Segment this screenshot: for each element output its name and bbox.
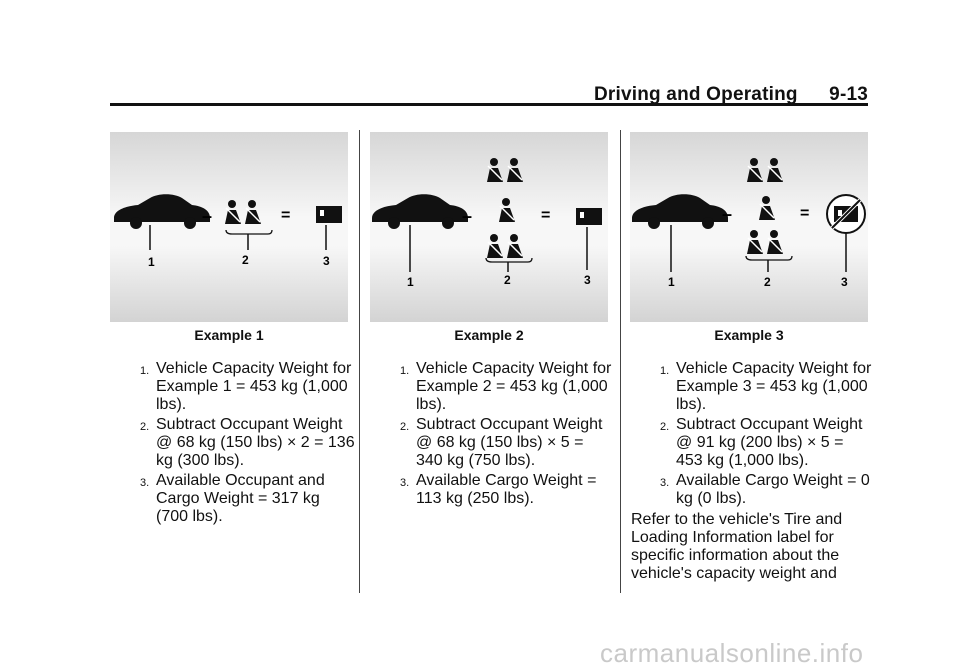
car-icon — [114, 194, 210, 229]
callout-3: 3 — [841, 275, 848, 289]
list-item: 2. Subtract Occupant Weight @ 68 kg (150 … — [140, 416, 356, 470]
steps-list-example-2: 1. Vehicle Capacity Weight for Example 2 … — [400, 360, 612, 510]
item-text: Available Occupant and Cargo Weight = 31… — [156, 472, 325, 525]
steps-list-example-3: 1. Vehicle Capacity Weight for Example 3 … — [660, 360, 872, 510]
item-number: 3. — [660, 477, 670, 489]
callout-1: 1 — [407, 275, 414, 289]
equals-sign: = — [541, 207, 550, 224]
callout-2: 2 — [504, 273, 511, 287]
item-number: 1. — [660, 365, 670, 377]
occupant-icon — [507, 234, 523, 258]
item-text: Available Cargo Weight = 113 kg (250 lbs… — [416, 472, 597, 507]
figure-caption: Example 3 — [714, 327, 784, 343]
item-number: 3. — [400, 477, 410, 489]
cargo-box-icon — [316, 206, 342, 223]
item-number: 2. — [660, 421, 670, 433]
occupant-icon — [747, 230, 763, 254]
item-text: Available Cargo Weight = 0 kg (0 lbs). — [676, 472, 870, 507]
item-text: Vehicle Capacity Weight for Example 3 = … — [676, 360, 872, 413]
occupant-icon — [487, 234, 503, 258]
list-item: 2. Subtract Occupant Weight @ 68 kg (150 … — [400, 416, 612, 470]
item-number: 3. — [140, 477, 150, 489]
car-icon — [372, 194, 468, 229]
watermark: carmanualsonline.info — [600, 638, 864, 668]
equals-sign: = — [800, 205, 809, 222]
header-rule — [110, 103, 868, 106]
list-item: 2. Subtract Occupant Weight @ 91 kg (200 … — [660, 416, 872, 470]
item-text: Subtract Occupant Weight @ 91 kg (200 lb… — [676, 416, 863, 469]
occupant-icon — [487, 158, 503, 182]
occupant-icon — [767, 158, 783, 182]
list-item: 1. Vehicle Capacity Weight for Example 3 … — [660, 360, 872, 414]
item-text: Vehicle Capacity Weight for Example 1 = … — [156, 360, 352, 413]
item-text: Subtract Occupant Weight @ 68 kg (150 lb… — [156, 416, 355, 469]
figure-example-2: – = 1 2 3 — [370, 132, 608, 322]
steps-list-example-1: 1. Vehicle Capacity Weight for Example 1 … — [140, 360, 356, 528]
occupant-icon — [499, 198, 515, 222]
item-number: 2. — [140, 421, 150, 433]
item-number: 2. — [400, 421, 410, 433]
occupant-icon — [767, 230, 783, 254]
column-divider — [359, 130, 360, 593]
page-header: Driving and Operating 9-13 — [594, 84, 868, 106]
figure-caption: Example 2 — [454, 327, 524, 343]
minus-sign: – — [722, 204, 732, 224]
section-title: Driving and Operating — [593, 84, 798, 105]
callout-3: 3 — [584, 273, 591, 287]
list-item: 1. Vehicle Capacity Weight for Example 2 … — [400, 360, 612, 414]
list-item: 1. Vehicle Capacity Weight for Example 1 … — [140, 360, 356, 414]
item-number: 1. — [140, 365, 150, 377]
car-icon — [632, 194, 728, 229]
occupant-icon — [245, 200, 261, 224]
occupant-icon — [507, 158, 523, 182]
list-item: 3. Available Cargo Weight = 113 kg (250 l… — [400, 472, 612, 508]
cargo-box-icon — [576, 208, 602, 225]
callout-1: 1 — [668, 275, 675, 289]
column-divider — [620, 130, 621, 593]
occupant-icon — [225, 200, 241, 224]
callout-2: 2 — [242, 253, 249, 267]
figure-example-3: – = 1 2 3 — [630, 132, 868, 322]
equals-sign: = — [281, 207, 290, 224]
item-text: Subtract Occupant Weight @ 68 kg (150 lb… — [416, 416, 603, 469]
page-number: 9-13 — [829, 84, 868, 105]
figure-example-1: – = 1 2 3 — [110, 132, 348, 322]
item-number: 1. — [400, 365, 410, 377]
minus-sign: – — [462, 206, 472, 226]
list-item: 3. Available Cargo Weight = 0 kg (0 lbs). — [660, 472, 872, 508]
callout-1: 1 — [148, 255, 155, 269]
item-text: Vehicle Capacity Weight for Example 2 = … — [416, 360, 612, 413]
callout-3: 3 — [323, 254, 330, 268]
figure-caption: Example 1 — [194, 327, 264, 343]
no-cargo-icon — [826, 194, 866, 234]
occupant-icon — [759, 196, 775, 220]
occupant-icon — [747, 158, 763, 182]
body-paragraph: Refer to the vehicle's Tire and Loading … — [631, 511, 843, 582]
callout-2: 2 — [764, 275, 771, 289]
list-item: 3. Available Occupant and Cargo Weight = … — [140, 472, 356, 526]
minus-sign: – — [202, 206, 212, 226]
